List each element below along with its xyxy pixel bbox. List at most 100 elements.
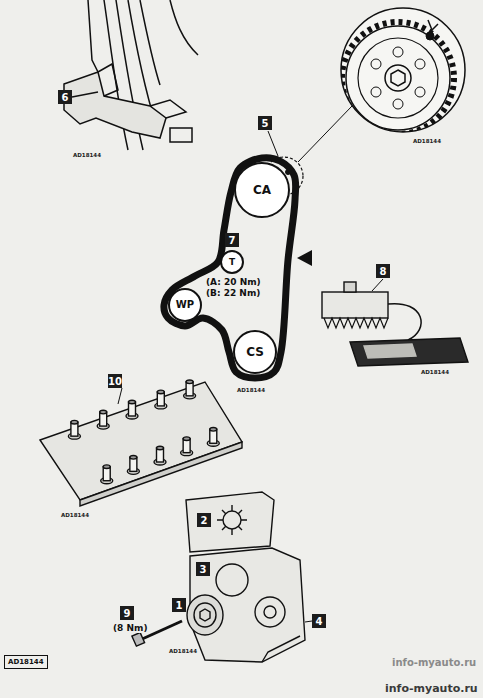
figure-code: AD18144 bbox=[60, 512, 90, 518]
pulley-circle: T bbox=[220, 250, 244, 274]
stud-bolt bbox=[184, 380, 196, 399]
pulley-outline bbox=[235, 163, 289, 217]
stud-bolt bbox=[126, 400, 138, 419]
tensioning-tool bbox=[388, 304, 421, 340]
timing-covers bbox=[305, 621, 312, 622]
camshaft-sprocket-inset bbox=[415, 87, 425, 97]
detail-callout-ring bbox=[268, 131, 278, 156]
cylinder-head-plate bbox=[118, 388, 122, 404]
timing-covers bbox=[194, 603, 216, 627]
tensioning-tool bbox=[322, 292, 388, 318]
timing-covers bbox=[262, 636, 300, 662]
callout-number: 5 bbox=[258, 116, 272, 130]
timing-covers bbox=[217, 505, 247, 535]
detail-callout-ring bbox=[298, 106, 352, 162]
camshaft-sprocket-inset bbox=[385, 65, 411, 91]
stud-bolt bbox=[100, 410, 107, 414]
engine-housing-drawing bbox=[170, 0, 198, 55]
stud-bolt bbox=[129, 400, 136, 404]
sprocket-teeth bbox=[342, 22, 454, 134]
pulley-label: CS bbox=[246, 346, 264, 358]
tensioning-tool bbox=[364, 344, 416, 358]
torque-value: (A: 20 Nm) bbox=[205, 277, 262, 287]
engine-housing-drawing bbox=[72, 92, 98, 97]
timing-covers bbox=[132, 492, 312, 662]
pin-arrow bbox=[428, 20, 438, 30]
callout-number: 4 bbox=[312, 614, 326, 628]
engine-housing-drawing bbox=[64, 0, 198, 150]
stud-bolt bbox=[127, 456, 139, 475]
figure-code: AD18144 bbox=[420, 369, 450, 375]
direction-pointer bbox=[297, 250, 312, 266]
camshaft-sprocket-inset bbox=[371, 59, 381, 69]
timing-belt bbox=[164, 158, 296, 378]
timing-covers bbox=[132, 632, 145, 646]
timing-covers bbox=[200, 609, 210, 621]
tensioning-tool bbox=[344, 282, 356, 292]
stud-bolt bbox=[103, 465, 110, 469]
stud-bolt bbox=[68, 420, 80, 439]
tensioning-tool bbox=[372, 279, 383, 291]
pulley-label: T bbox=[229, 258, 235, 267]
cylinder-head-plate bbox=[68, 380, 219, 484]
pulley-outline bbox=[234, 331, 276, 373]
stud-bolt bbox=[183, 437, 190, 441]
callout-number: 2 bbox=[197, 513, 211, 527]
timing-covers bbox=[255, 597, 285, 627]
callout-number: 1 bbox=[172, 598, 186, 612]
pulley-circle: WP bbox=[168, 288, 202, 322]
figure-code: AD18144 bbox=[168, 648, 198, 654]
pulley-label: CA bbox=[253, 184, 271, 196]
camshaft-sprocket-inset bbox=[393, 99, 403, 109]
crank-pulley bbox=[187, 595, 223, 635]
torque-value: (8 Nm) bbox=[112, 623, 149, 633]
engine-housing-drawing bbox=[88, 0, 98, 72]
camshaft-sprocket-inset bbox=[341, 8, 465, 132]
stud-bolt bbox=[210, 427, 217, 431]
figure-code: AD18144 bbox=[72, 152, 102, 158]
stud-bolt bbox=[181, 437, 193, 456]
pulley-label: WP bbox=[176, 300, 194, 310]
stud-bolt bbox=[101, 465, 113, 484]
callout-number: 8 bbox=[376, 264, 390, 278]
figure-code-box: AD18144 bbox=[4, 655, 48, 669]
watermark: info-myauto.ru bbox=[385, 682, 478, 695]
tensioning-tool bbox=[324, 318, 388, 328]
stud-bolt bbox=[157, 446, 164, 450]
stud-bolt bbox=[130, 456, 137, 460]
timing-covers bbox=[216, 564, 248, 596]
camshaft-sprocket-inset bbox=[358, 38, 438, 118]
timing-belt bbox=[164, 158, 296, 378]
pulley-circle: CA bbox=[234, 162, 290, 218]
engine-housing-drawing bbox=[140, 0, 160, 85]
pulley-outline bbox=[221, 251, 243, 273]
camshaft-sprocket-inset bbox=[371, 87, 381, 97]
engine-housing-drawing bbox=[98, 64, 118, 96]
camshaft-sprocket-inset bbox=[391, 70, 405, 86]
camshaft-sprocket-inset bbox=[393, 47, 403, 57]
pulley-circle: CS bbox=[233, 330, 277, 374]
engine-housing-drawing bbox=[150, 100, 186, 118]
tensioning-tool bbox=[350, 338, 468, 366]
timing-covers bbox=[264, 606, 276, 618]
stud-bolt bbox=[207, 427, 219, 446]
callout-number: 6 bbox=[58, 90, 72, 104]
callout-number: 3 bbox=[196, 562, 210, 576]
figure-code: AD18144 bbox=[236, 387, 266, 393]
callout-number: 9 bbox=[120, 606, 134, 620]
torque-value: (B: 22 Nm) bbox=[205, 288, 261, 298]
watermark: info-myauto.ru bbox=[392, 657, 476, 668]
stud-bolt bbox=[186, 380, 193, 384]
camshaft-sprocket-inset bbox=[342, 20, 454, 134]
stud-bolt bbox=[157, 390, 164, 394]
figure-code: AD18144 bbox=[412, 138, 442, 144]
callout-number: 7 bbox=[225, 233, 239, 247]
stud-bolt bbox=[97, 410, 109, 429]
camshaft-sprocket-inset bbox=[415, 59, 425, 69]
timing-pin bbox=[426, 32, 434, 40]
pulley-outline bbox=[169, 289, 201, 321]
stud-bolt bbox=[71, 420, 78, 424]
engine-housing-drawing bbox=[64, 72, 166, 138]
camshaft-sprocket-inset bbox=[346, 26, 450, 130]
camshaft-sprocket-inset bbox=[341, 8, 465, 134]
